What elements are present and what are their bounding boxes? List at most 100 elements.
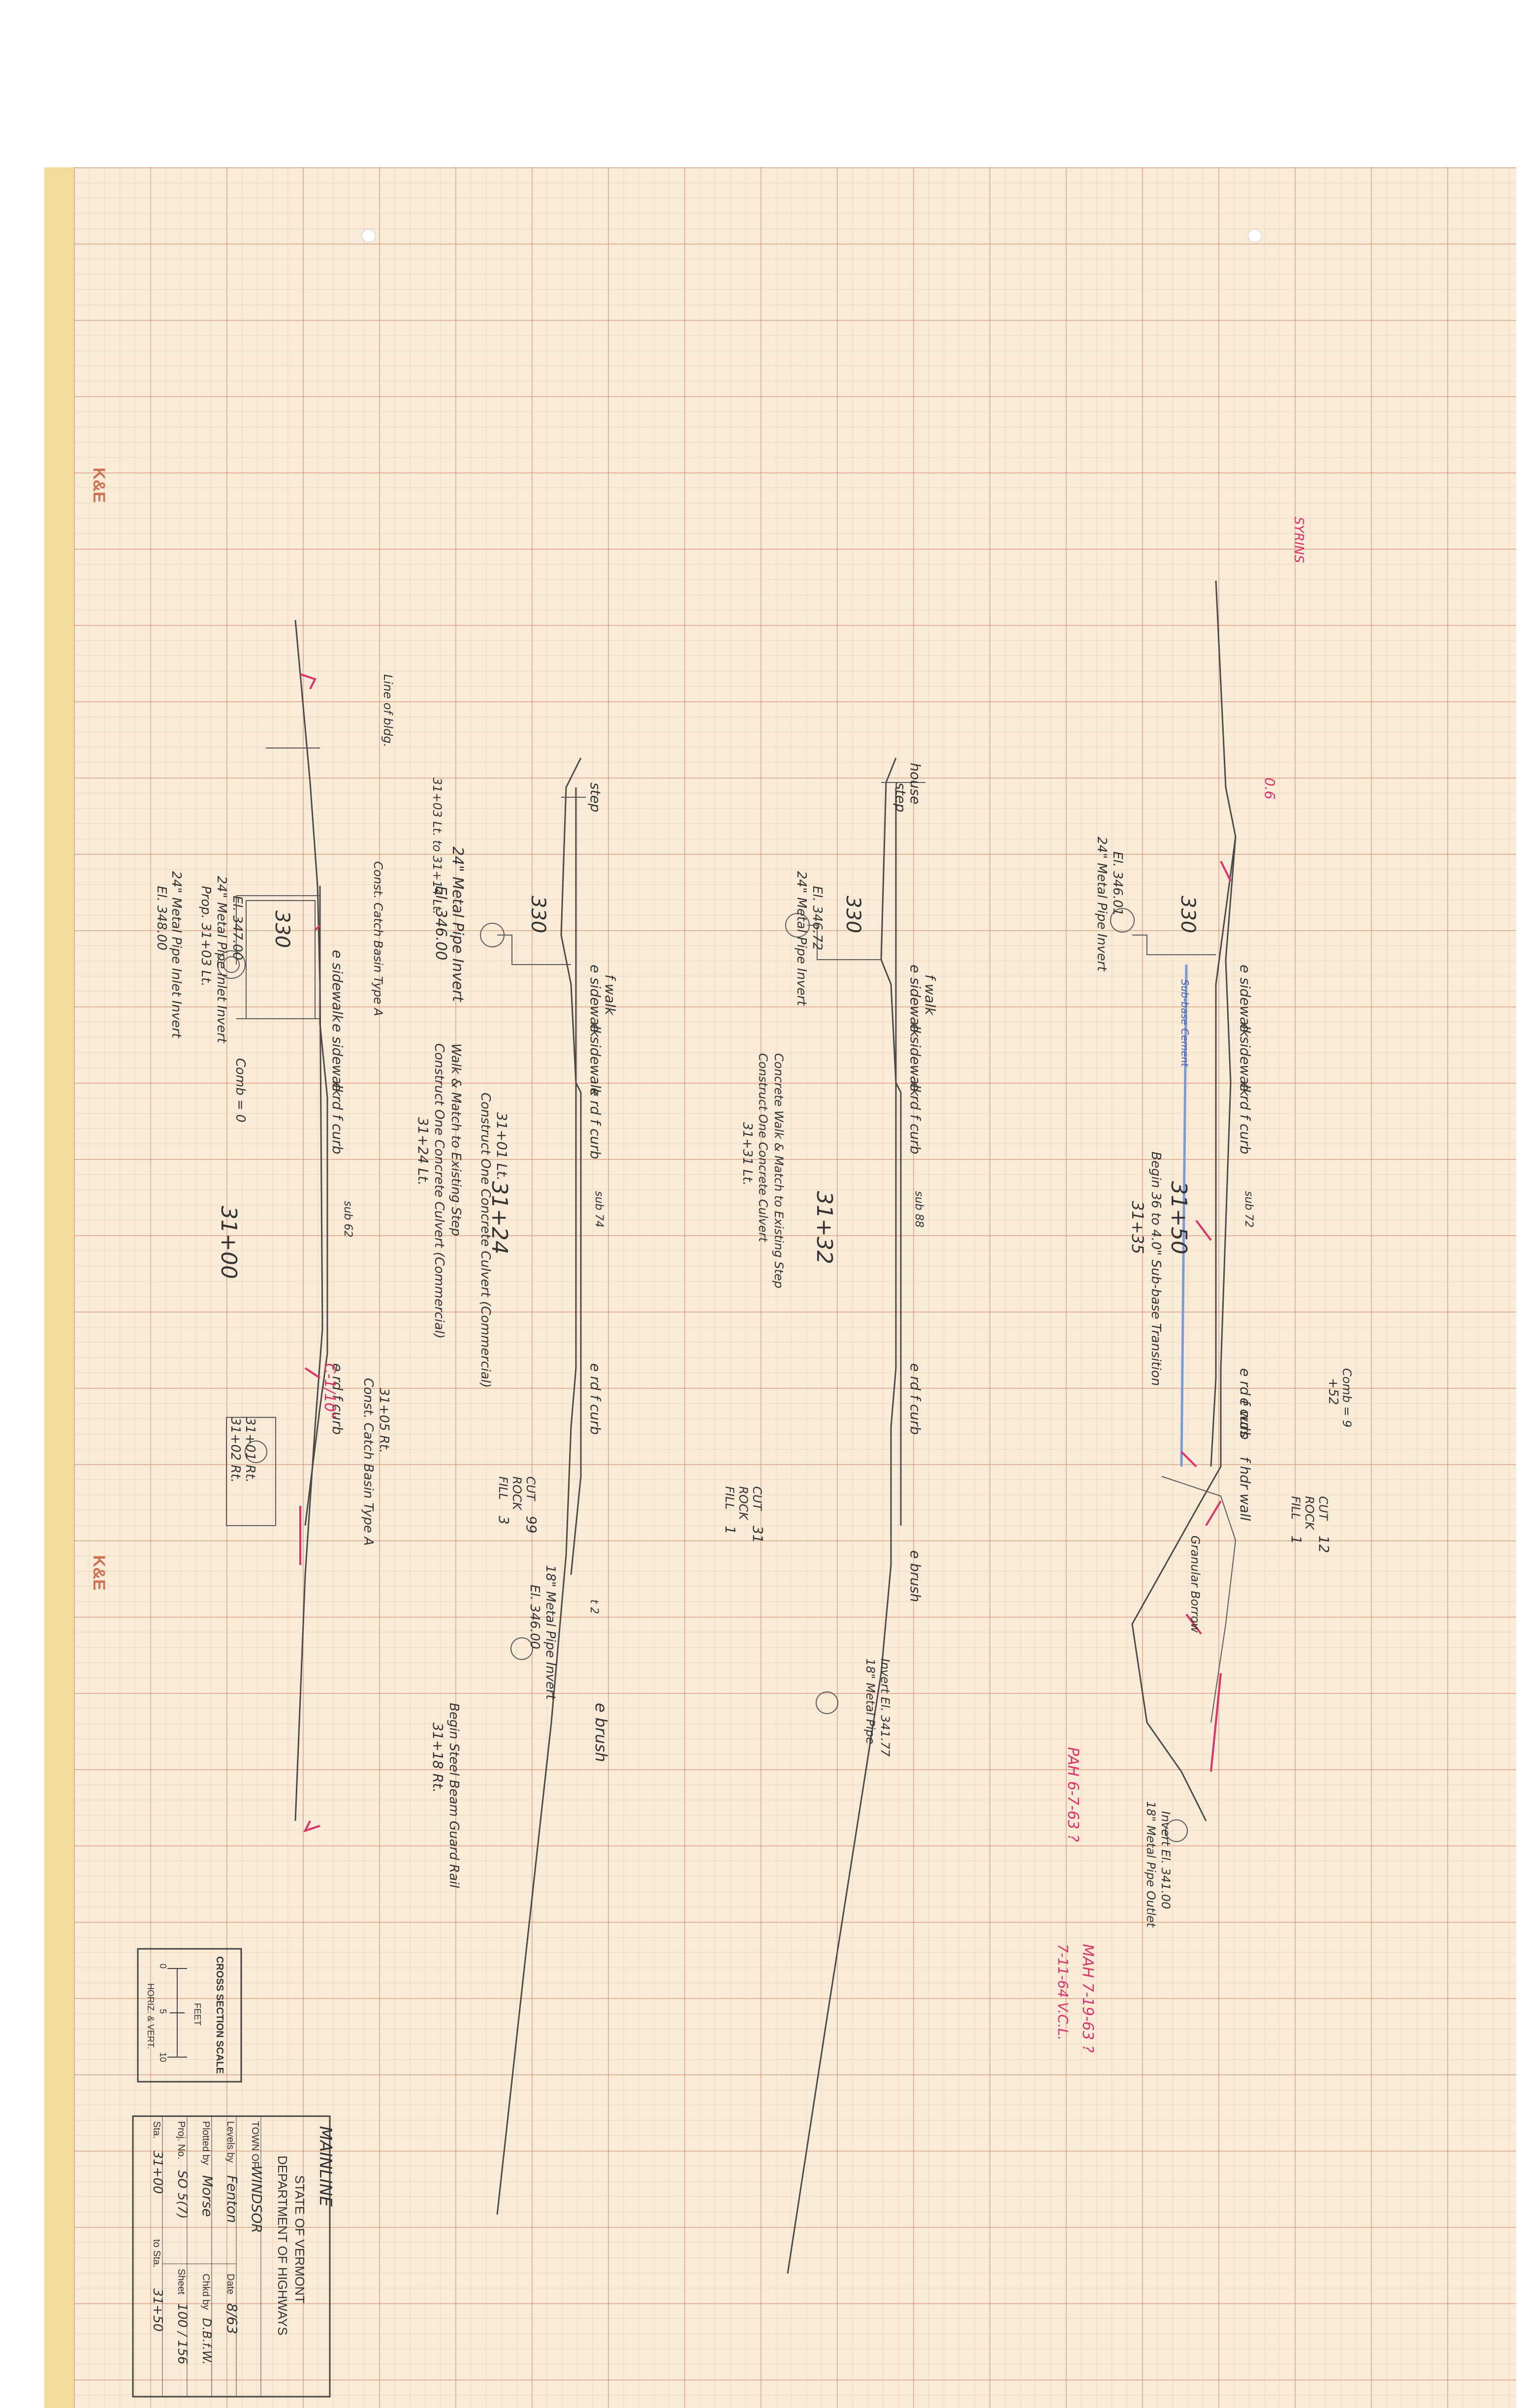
note: Walk & Match to Existing Step [448,1043,463,1236]
feature-label: e sidewalk [907,1024,923,1097]
chkd-label: Chkd by [200,2274,211,2310]
line-name: MAINLINE [316,2126,335,2207]
feature-label: e sidewalk [587,965,604,1038]
sta-to: 31+50 [150,2288,165,2332]
feature-label: e rd f curb [1237,1083,1253,1155]
note: 18" Metal Pipe Invert [543,1565,558,1700]
red-note: SYRINS [1291,517,1306,563]
note: 18" Metal Pipe [863,1658,877,1744]
note: 24" Metal Pipe Inlet Invert [214,876,229,1043]
elevation-label: 330 [527,896,549,933]
red-note: 0.6 [1262,778,1278,800]
scale-tick: 5 [158,2009,168,2014]
note: Construct One Concrete Culvert (Commerci… [432,1043,446,1339]
section-31-32: 330 house step e sidewalk f walk e sidew… [722,757,938,2274]
margin-note: PAH 6-7-63 ? [1064,1747,1081,1842]
levels-value: Fenton [224,2175,240,2223]
feature-label: e sidewalk [329,1024,346,1097]
note: Concrete Walk & Match to Existing Step [772,1053,786,1288]
station-label: 31+24 [487,1181,512,1254]
sta-label: Sta. [151,2121,162,2139]
rock-label: ROCK [1303,1496,1316,1531]
feature-label: e sidewalk [907,965,923,1038]
note: Const. Catch Basin Type A [371,861,385,1016]
proj-value: SO 5(7) [175,2170,190,2219]
feature-label: e sidewalk [1237,1024,1253,1097]
subbase-label: sub 62 [342,1201,354,1237]
elevation-label: 330 [1176,896,1199,933]
feature-label: house [907,763,923,804]
note: Invert El. 341.77 [878,1658,892,1757]
maker-mark: K&E [90,1555,108,1591]
feature-label: e brush [907,1550,923,1602]
sheet-value: 100 / 156 [175,2303,190,2365]
cut-label: CUT [524,1476,538,1501]
feature-label: step [892,782,909,813]
town-value: WINDSOR [249,2165,265,2233]
station-label: 31+32 [812,1191,837,1264]
fill-value: 3 [496,1516,512,1525]
station-label: 31+00 [216,1206,241,1279]
margin-note: 7-11-64 V.C.L. [1055,1944,1071,2040]
subbase-label: sub 72 [1242,1191,1255,1227]
fill-label: FILL [723,1486,736,1510]
feature-label: e rd f curb [329,1083,346,1155]
title-block: MAINLINE STATE OF VERMONT DEPARTMENT OF … [132,2115,335,2398]
note: 31+31 Lt. [740,1122,755,1186]
fill-label: FILL [496,1476,510,1500]
scale-tick: 0 [158,1964,168,1969]
margin-note: MAH 7-19-63 ? [1079,1944,1096,2053]
feature-label: e sidewalk [329,950,346,1023]
feature-label: e wds [1237,1398,1253,1438]
scale-unit: FEET [192,2003,202,2026]
fill-value: 1 [1288,1535,1304,1544]
cut-value: 31 [750,1526,766,1543]
note: Begin Steel Beam Guard Rail [446,1703,461,1888]
note: Construct One Concrete Culvert (Commerci… [478,1093,493,1388]
note: Const. Catch Basin Type A [361,1378,376,1546]
fill-value: 1 [722,1526,738,1534]
section-31-00: 330 e sidewalk e sidewalk e rd f curb e … [154,620,510,1833]
punch-hole [362,229,376,243]
note: 31+18 Rt. [430,1722,446,1793]
subbase-label: sub 88 [913,1191,925,1227]
sta-from: 31+00 [150,2151,165,2194]
note: 31+35 [1128,1201,1147,1254]
feature-label: e rd f curb [907,1363,923,1435]
scale-tick: 10 [158,2052,168,2062]
elevation-label: 330 [271,910,293,948]
note: 18" Metal Pipe Outlet [1144,1801,1158,1928]
town-label: TOWN OF [250,2121,260,2167]
feature-label: e sidewalk [1237,965,1253,1038]
state-label: STATE OF VERMONT [292,2175,307,2304]
elevation-label: 330 [842,896,864,933]
cut-value: 12 [1316,1535,1332,1553]
note: Granular Borrow [1188,1535,1202,1633]
feature-label: e rd f curb [1237,1368,1253,1440]
levels-label: Levels by [225,2121,236,2163]
note: El. 348.00 [154,886,169,950]
station-label: 31+50 [1166,1181,1191,1254]
section-31-50: 330 e sidewalk e sidewalk e rd f curb e … [1094,517,1354,1928]
to-sta-label: to Sta. [151,2239,162,2268]
feature-label: e rd f curb [587,1363,604,1435]
cut-value: 99 [523,1516,540,1533]
note: Prop. 31+03 Lt. [198,886,213,986]
note: 31+01 Lt. [494,1112,510,1181]
note: 24" Metal Pipe Invert [794,871,809,1006]
note: El. 346.00 [527,1585,542,1649]
note: 31+01 Rt. [243,1417,257,1483]
note: 31+05 Rt. [377,1388,391,1453]
feature-label: e rd f curb [587,1088,604,1159]
rock-label: ROCK [510,1476,524,1511]
cut-label: CUT [750,1486,764,1511]
maker-mark: K&E [90,468,108,503]
feature-label: t 2 [588,1599,600,1614]
fill-label: FILL [1289,1496,1303,1520]
note: Comb = 9 [1340,1368,1354,1428]
note: +52 [1326,1378,1340,1405]
note: 24" Metal Pipe Invert [1094,837,1109,971]
feature-label: f walk [602,974,618,1016]
scale-title: CROSS SECTION SCALE [214,1956,225,2074]
